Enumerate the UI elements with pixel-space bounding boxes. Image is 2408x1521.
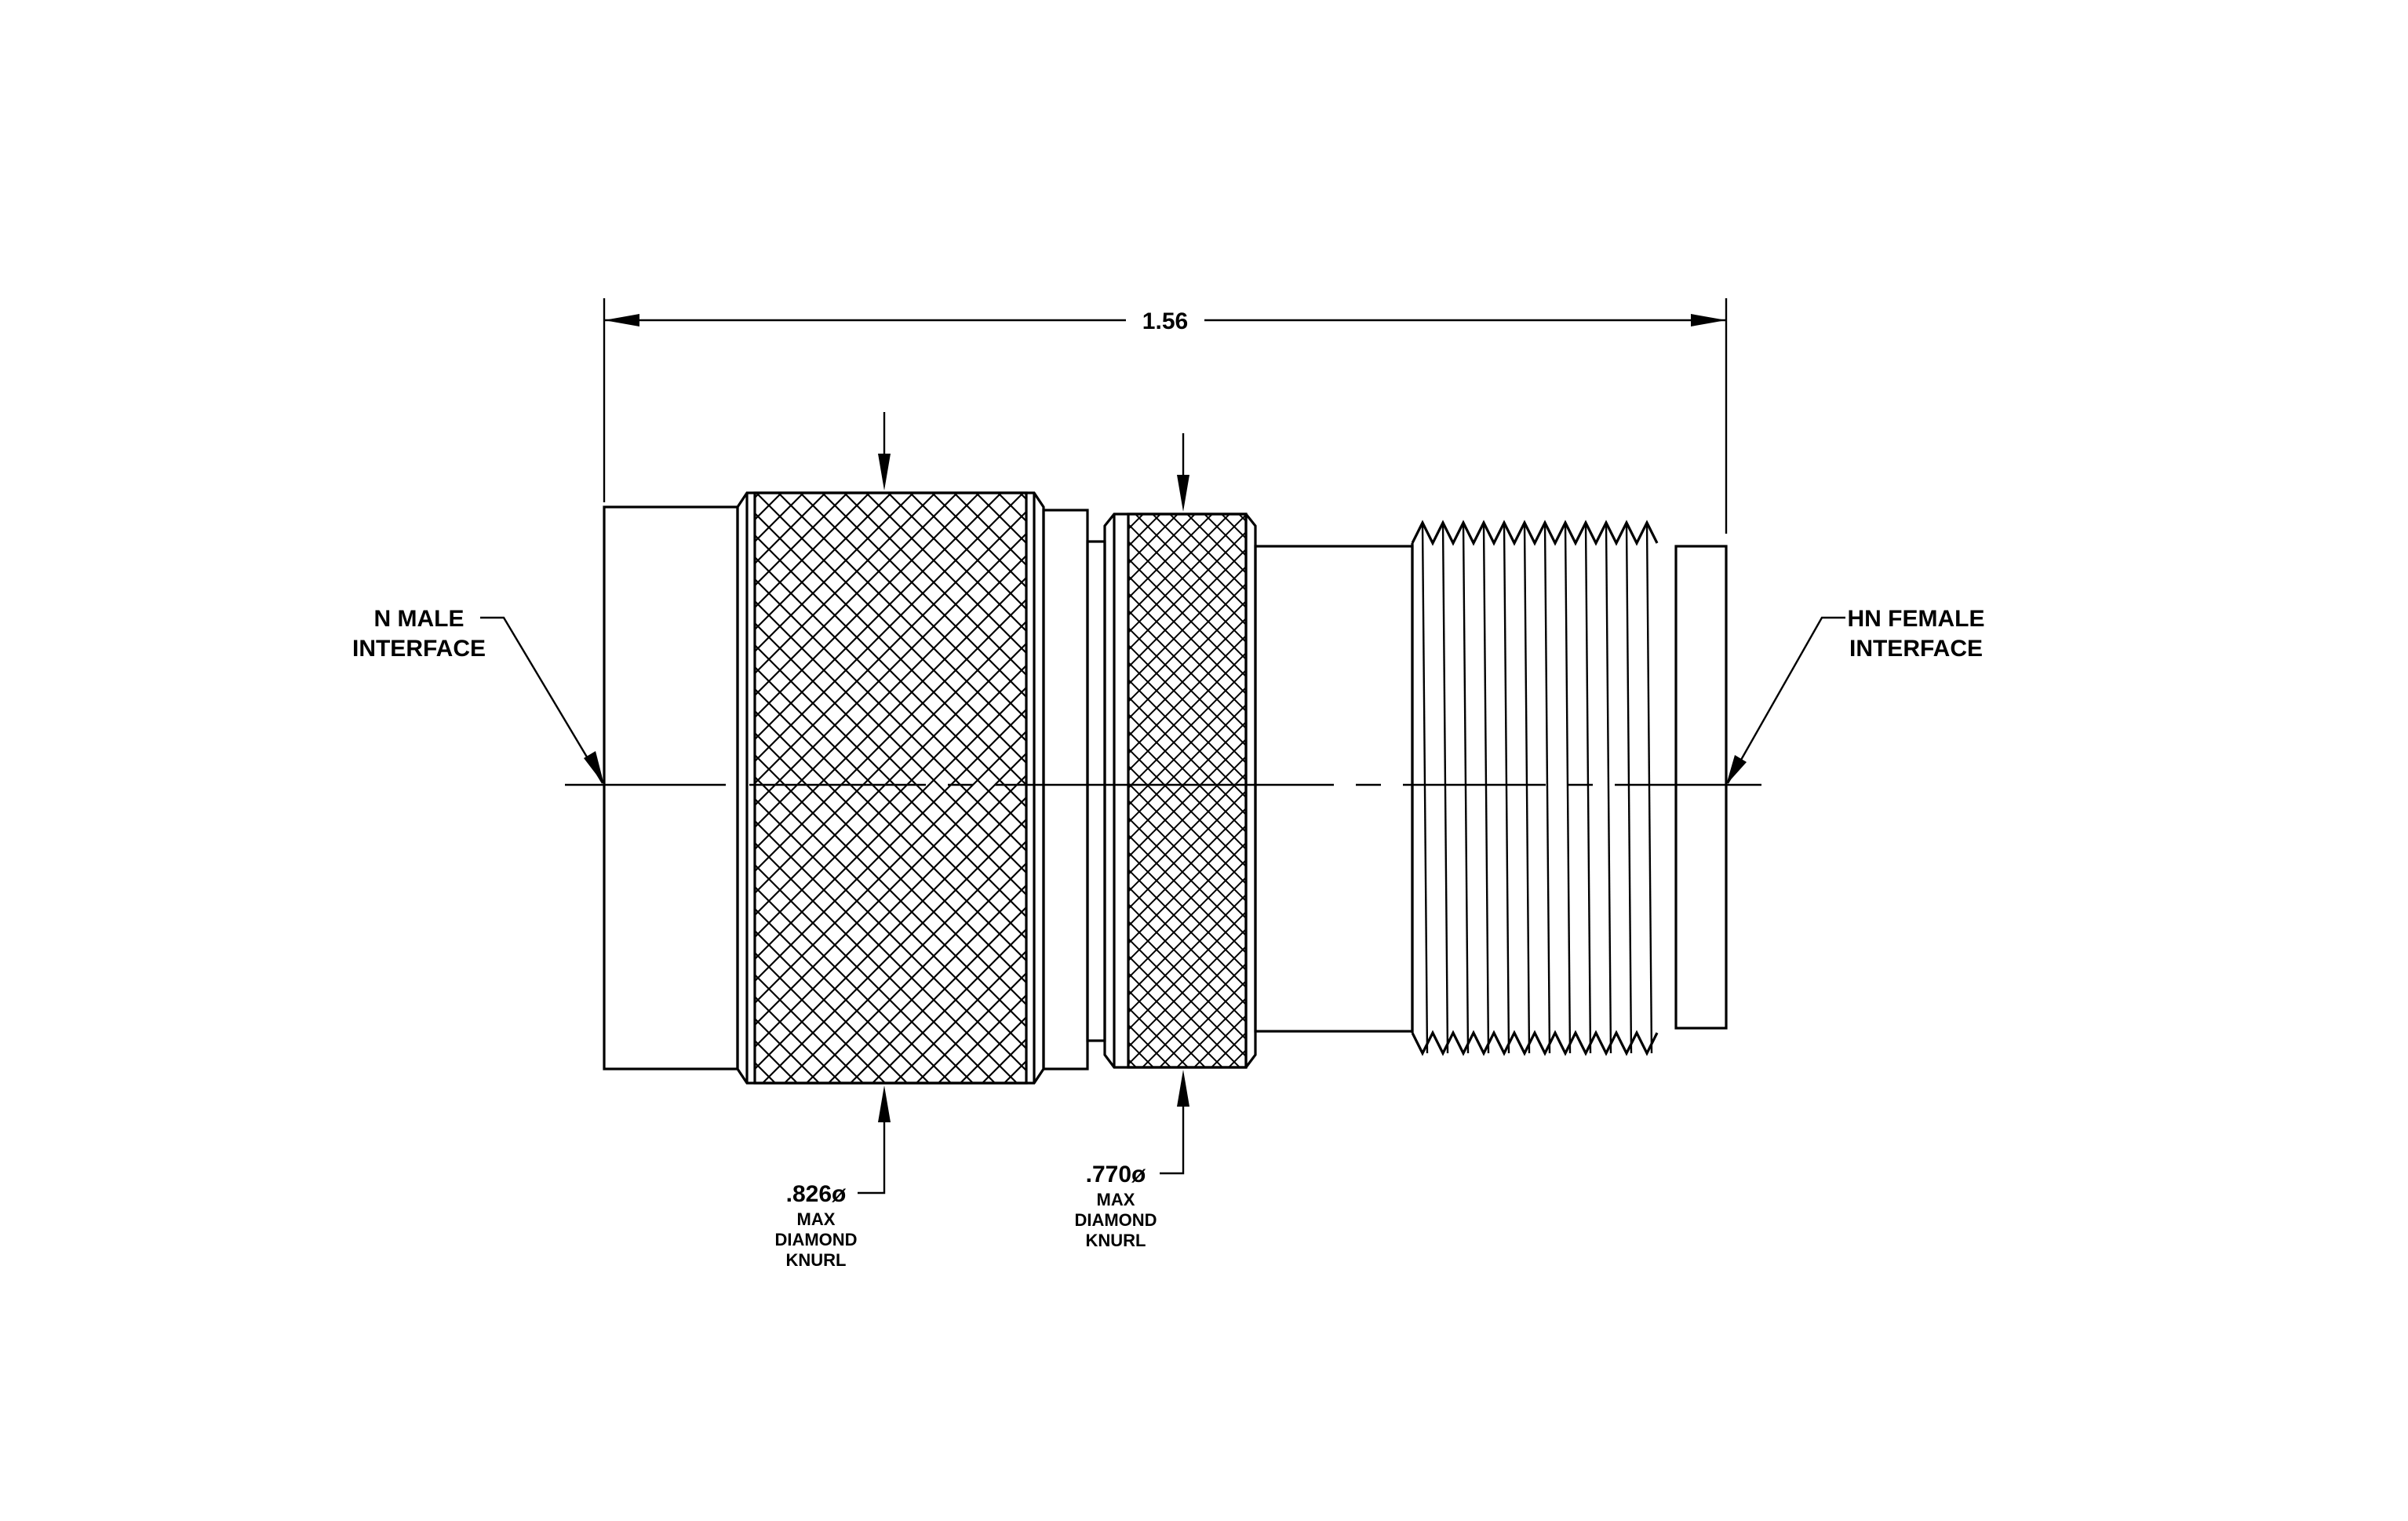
- large-knurl-callout: .826ø MAX DIAMOND KNURL: [774, 412, 891, 1270]
- large-knurl-diamond: DIAMOND: [774, 1230, 857, 1249]
- large-knurl-max: MAX: [797, 1209, 836, 1229]
- small-knurl-leader: [1160, 1107, 1185, 1175]
- hn-female-leader-line: [1726, 616, 1845, 784]
- threaded-section: [1411, 520, 1659, 1056]
- hn-female-leader-arrow: [1726, 755, 1747, 785]
- collar-step-1: [1042, 509, 1089, 1071]
- overall-length-value: 1.56: [1142, 308, 1188, 334]
- large-knurl-leader: [858, 1122, 886, 1195]
- large-knurl-diameter: .826ø: [786, 1181, 847, 1207]
- thread-crest-line: [1625, 522, 1633, 1054]
- small-knurl-knurl: KNURL: [1086, 1231, 1146, 1250]
- small-knurl-callout: .770ø MAX DIAMOND KNURL: [1074, 433, 1189, 1250]
- thread-crest-line: [1441, 522, 1449, 1054]
- small-knurl-pattern: [1127, 512, 1248, 1069]
- large-knurl-knurl: KNURL: [786, 1250, 847, 1270]
- overall-length-dimension: 1.56: [603, 298, 1728, 534]
- thread-crest-line: [1503, 522, 1510, 1054]
- large-knurl-top-arrow: [878, 454, 891, 491]
- arrowhead-left: [604, 314, 639, 326]
- thread-outline: [1411, 520, 1659, 1056]
- hn-female-body: [1674, 545, 1728, 1030]
- connector-body: [603, 491, 1728, 1085]
- thread-crest-line: [1482, 522, 1490, 1054]
- large-knurl-nut: [736, 491, 1045, 1085]
- small-knurl-max: MAX: [1097, 1190, 1135, 1209]
- hn-female-interface-callout: HN FEMALE INTERFACE: [1726, 606, 1985, 785]
- thread-crests: [1421, 522, 1653, 1054]
- small-knurl-diameter: .770ø: [1086, 1162, 1146, 1187]
- n-male-leader-line: [480, 616, 604, 784]
- thread-crest-line: [1564, 522, 1572, 1054]
- hn-female-label-line1: HN FEMALE: [1848, 606, 1985, 632]
- n-male-label-line2: INTERFACE: [352, 636, 486, 662]
- thread-crest-line: [1462, 522, 1470, 1054]
- small-knurl-bottom-arrow: [1177, 1070, 1189, 1107]
- thread-crest-line: [1605, 522, 1612, 1054]
- large-knurl-pattern: [753, 491, 1028, 1085]
- large-knurl-bottom-arrow: [878, 1085, 891, 1122]
- plain-body: [1254, 545, 1414, 1033]
- thread-crest-line: [1421, 522, 1429, 1054]
- small-knurl-diamond: DIAMOND: [1074, 1210, 1157, 1230]
- arrowhead-right: [1691, 314, 1726, 326]
- n-male-leader-arrow: [584, 751, 604, 785]
- thread-crest-line: [1543, 522, 1551, 1054]
- thread-crest-line: [1584, 522, 1592, 1054]
- small-knurl-ring: [1103, 512, 1257, 1069]
- n-male-body: [603, 505, 739, 1071]
- thread-crest-line: [1645, 522, 1653, 1054]
- thread-crest-line: [1523, 522, 1531, 1054]
- small-knurl-top-arrow: [1177, 475, 1189, 512]
- n-male-label-line1: N MALE: [374, 606, 464, 632]
- n-male-interface-callout: N MALE INTERFACE: [352, 606, 604, 785]
- hn-female-label-line2: INTERFACE: [1849, 636, 1983, 662]
- collar-step-2: [1086, 540, 1106, 1042]
